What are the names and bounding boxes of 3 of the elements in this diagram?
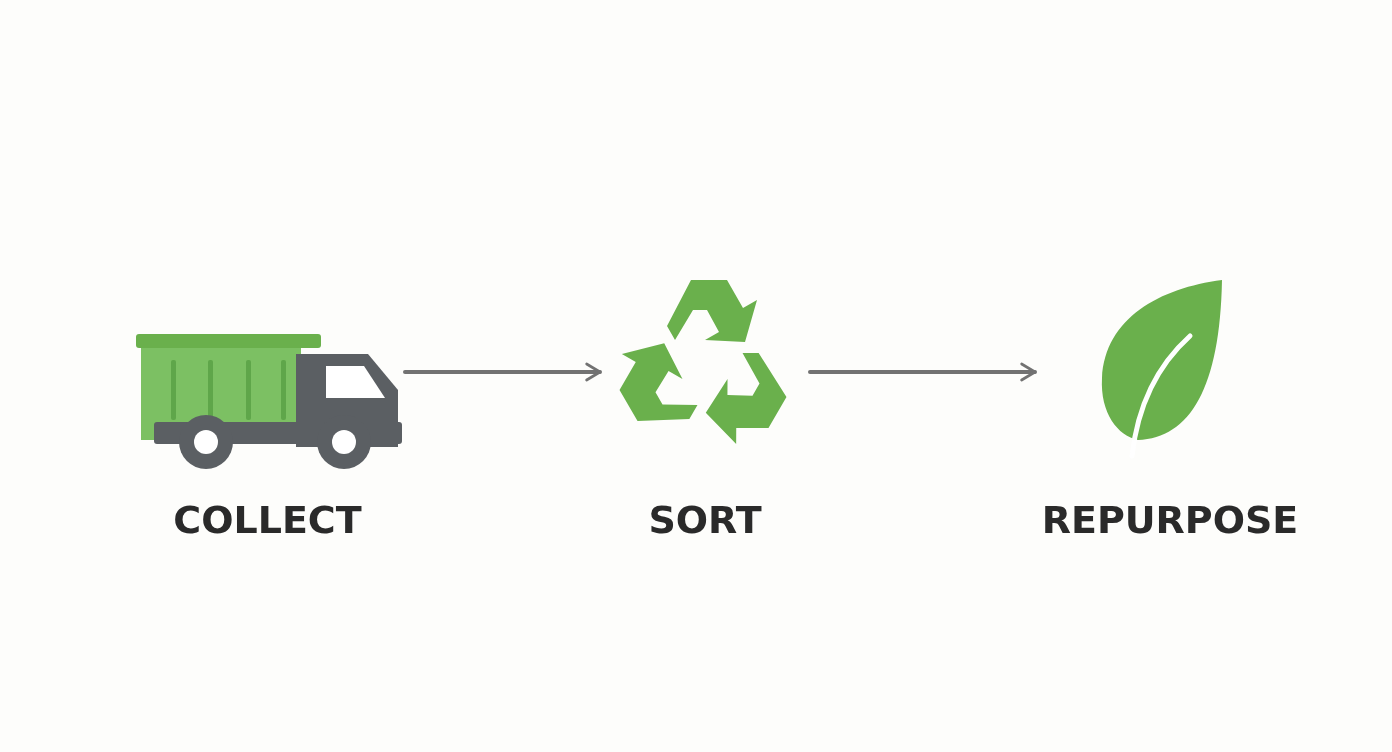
- step-label: REPURPOSE: [1041, 498, 1299, 542]
- step-label: COLLECT: [173, 498, 362, 542]
- step-label: SORT: [648, 498, 762, 542]
